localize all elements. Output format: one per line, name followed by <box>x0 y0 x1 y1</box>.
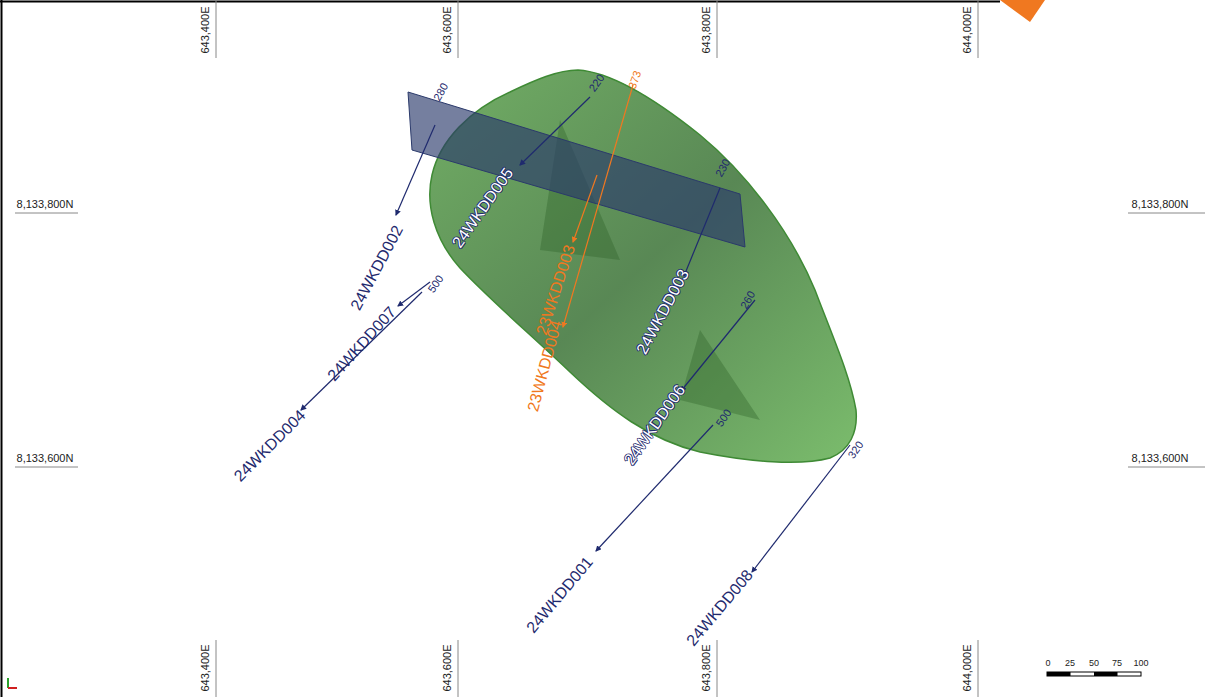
depth-label: 280 <box>432 81 451 102</box>
axis-icon <box>8 678 17 688</box>
coordinate-label: 643,600E <box>442 644 453 691</box>
coordinate-label: 8,133,600N <box>17 453 74 464</box>
hole-label: 24WKDD004 <box>231 407 308 484</box>
map-frame <box>1 0 3 697</box>
coordinate-label: 643,400E <box>200 644 211 691</box>
depth-label: 373 <box>627 69 644 90</box>
coordinate-label: 644,000E <box>962 644 973 691</box>
coordinate-label: 8,133,800N <box>17 199 74 210</box>
coordinate-label: 8,133,600N <box>1132 453 1189 464</box>
hole-label: 24WKDD007 <box>325 304 399 384</box>
scale-label: 75 <box>1112 659 1122 668</box>
map-frame <box>0 1 1000 3</box>
logo-fragment <box>1000 0 1045 22</box>
depth-label: 500 <box>426 273 446 294</box>
scale-label: 25 <box>1065 659 1075 668</box>
hole-label: 24WKDD002 <box>348 223 406 313</box>
grid-ticks <box>15 0 1205 697</box>
coordinate-label: 8,133,800N <box>1132 199 1189 210</box>
coordinate-label: 643,400E <box>200 6 211 53</box>
scale-label: 50 <box>1089 659 1099 668</box>
coordinate-label: 644,000E <box>962 6 973 53</box>
scale-label: 0 <box>1045 659 1050 668</box>
coordinate-label: 643,800E <box>701 644 712 691</box>
hole-label: 24WKDD008 <box>684 567 756 649</box>
drill-traces-2023 <box>563 85 633 327</box>
fault-plane <box>408 92 745 247</box>
drill-traces <box>301 97 850 572</box>
hole-label: 24WKDD001 <box>524 554 596 636</box>
coordinate-label: 643,800E <box>701 6 712 53</box>
scale-label: 100 <box>1133 659 1148 668</box>
scale-bar <box>1047 672 1141 676</box>
coordinate-label: 643,600E <box>442 6 453 53</box>
